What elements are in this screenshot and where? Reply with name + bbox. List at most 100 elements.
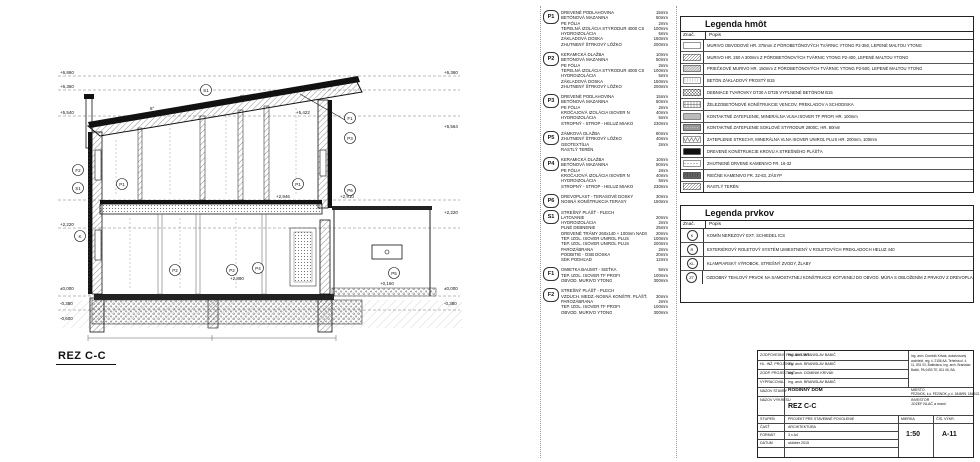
level-ground-right: ±0,000 [444,286,458,291]
element-mark-icon: ZT [686,272,698,283]
layer-row: RASTLÝ TERÉN [561,146,594,152]
sheet-divider [540,6,541,458]
element-mark-icon: KL [686,258,698,269]
material-swatch-icon [681,51,704,63]
legend-material-text: BETÓN ZÁKLADOVÝ PROSTÝ B15 [707,78,775,84]
sheet-divider-2 [676,6,677,458]
layer-tag: P4 [543,157,559,172]
svg-text:S1: S1 [203,88,209,93]
roof-slope-label-2: 8° [240,94,245,99]
svg-text:P6: P6 [347,188,353,193]
legend-materials-title: Legenda hmôt [681,17,973,32]
tb-date-label: DÁTUM [760,441,773,445]
level-top: +6,860 [60,70,74,75]
marker-s1-left: S1 [72,182,84,194]
section-title: REZ C-C [58,350,107,362]
level-upper: +6,360 [60,84,74,89]
svg-text:P2: P2 [229,268,235,273]
legend-element-text: EXTERIÉROVÝ ROLETOVÝ SYSTÉM UMIESTNENÝ V… [707,247,895,252]
material-swatch-icon [681,146,704,157]
tb-value-1: Ing. arch. BRANISLAV BABIČ [788,362,836,366]
level-top-right: +6,360 [444,70,458,75]
tb-investor-label: INVESTOR [911,398,930,402]
svg-text:P4: P4 [255,266,261,271]
legend-material-text: MURIVO HR. 250 A 300mm Z PÓROBETÓNOVÝCH … [707,54,909,60]
tb-drawing: REZ C-C [788,403,817,410]
section-title-underline [56,364,116,365]
legend-material-text: MURIVO OBVODOVÉ HR. 375mm Z PÓROBETÓNOVÝ… [707,42,922,48]
material-swatch-icon [681,181,704,193]
material-swatch-icon [681,134,704,146]
layer-tag: P1 [543,10,559,24]
layer-row: DREVENÉ TRÁMY 260x140 + 100mm NADSTR.20m… [561,230,668,236]
legend-material-row: ZATEPLENIE STRECHY, MINERÁLNA VLNA ISOVE… [681,134,973,147]
legend-material-row: DREVENÉ KONŠTRUKCIE KROVU A STREŠNÉHO PL… [681,146,973,158]
legend-material-text: DREVENÉ KONŠTRUKCIE KROVU A STREŠNÉHO PL… [707,149,823,155]
tb-value-2: Ing. arch. DOMINIK KRIVÁK [788,371,834,375]
marker-p6: P6 [344,184,356,196]
legend-material-text: ZATEPLENIE STRECHY, MINERÁLNA VLNA ISOVE… [707,137,878,143]
svg-text:P5: P5 [391,271,397,276]
tb-place: PEZINOK, k.ú. PEZINOK, p.č. 1848/95, 184… [911,392,980,396]
tb-format-label: FORMÁT [760,433,776,437]
legend-material-row: MURIVO OBVODOVÉ HR. 375mm Z PÓROBETÓNOVÝ… [681,40,973,52]
tb-label-1: HL. INŽ. PROJEKTU [760,362,794,366]
marker-p2-right: P2 [226,264,238,276]
tb-label-2: ZODP. PROJEKTANT [760,371,796,375]
material-swatch-icon [681,122,704,134]
legend-material-row: RASTLÝ TERÉN [681,181,973,193]
level-porch: +0,160 [380,281,394,286]
material-swatch-icon [681,75,704,87]
layer-tag: S1 [543,209,559,224]
material-swatch-icon [681,87,704,98]
marker-p3: P3 [344,132,356,144]
level-base-left: -0,380 [60,301,73,306]
tb-stage: PROJEKT PRE STAVEBNÉ POVOLENIE [788,417,855,421]
svg-text:F2: F2 [75,168,81,173]
layer-tag: P3 [543,94,559,109]
legend-material-row: KONTAKTNÉ ZATEPLENIE SOKLOVÉ STYRODUR 28… [681,122,973,135]
legend-material-row: ŽELEZOBETÓNOVÉ KONŠTRUKCIE VENCOV, PREKL… [681,98,973,111]
legend-material-row: ZHUTNENÉ DRVENÉ KAMENIVO FR. 16-32 [681,157,973,170]
level-mid-ceiling-b: +2,910 [340,194,354,199]
tb-format: 3 x A4 [788,433,798,437]
tb-project-label: NÁZOV STAVBY [760,389,788,393]
tb-stage-label: STUPEŇ [760,417,775,421]
legend-material-text: DEBNIACE TVAROVKY DT30 A DT25 VYPLNENÉ B… [707,90,833,96]
layer-row: STREŠNÝ PLÁŠŤ - PLECH [561,209,615,215]
level-below: -0,600 [60,316,73,321]
tb-value-0: Ing. arch. BRANISLAV BABIČ [788,353,836,357]
